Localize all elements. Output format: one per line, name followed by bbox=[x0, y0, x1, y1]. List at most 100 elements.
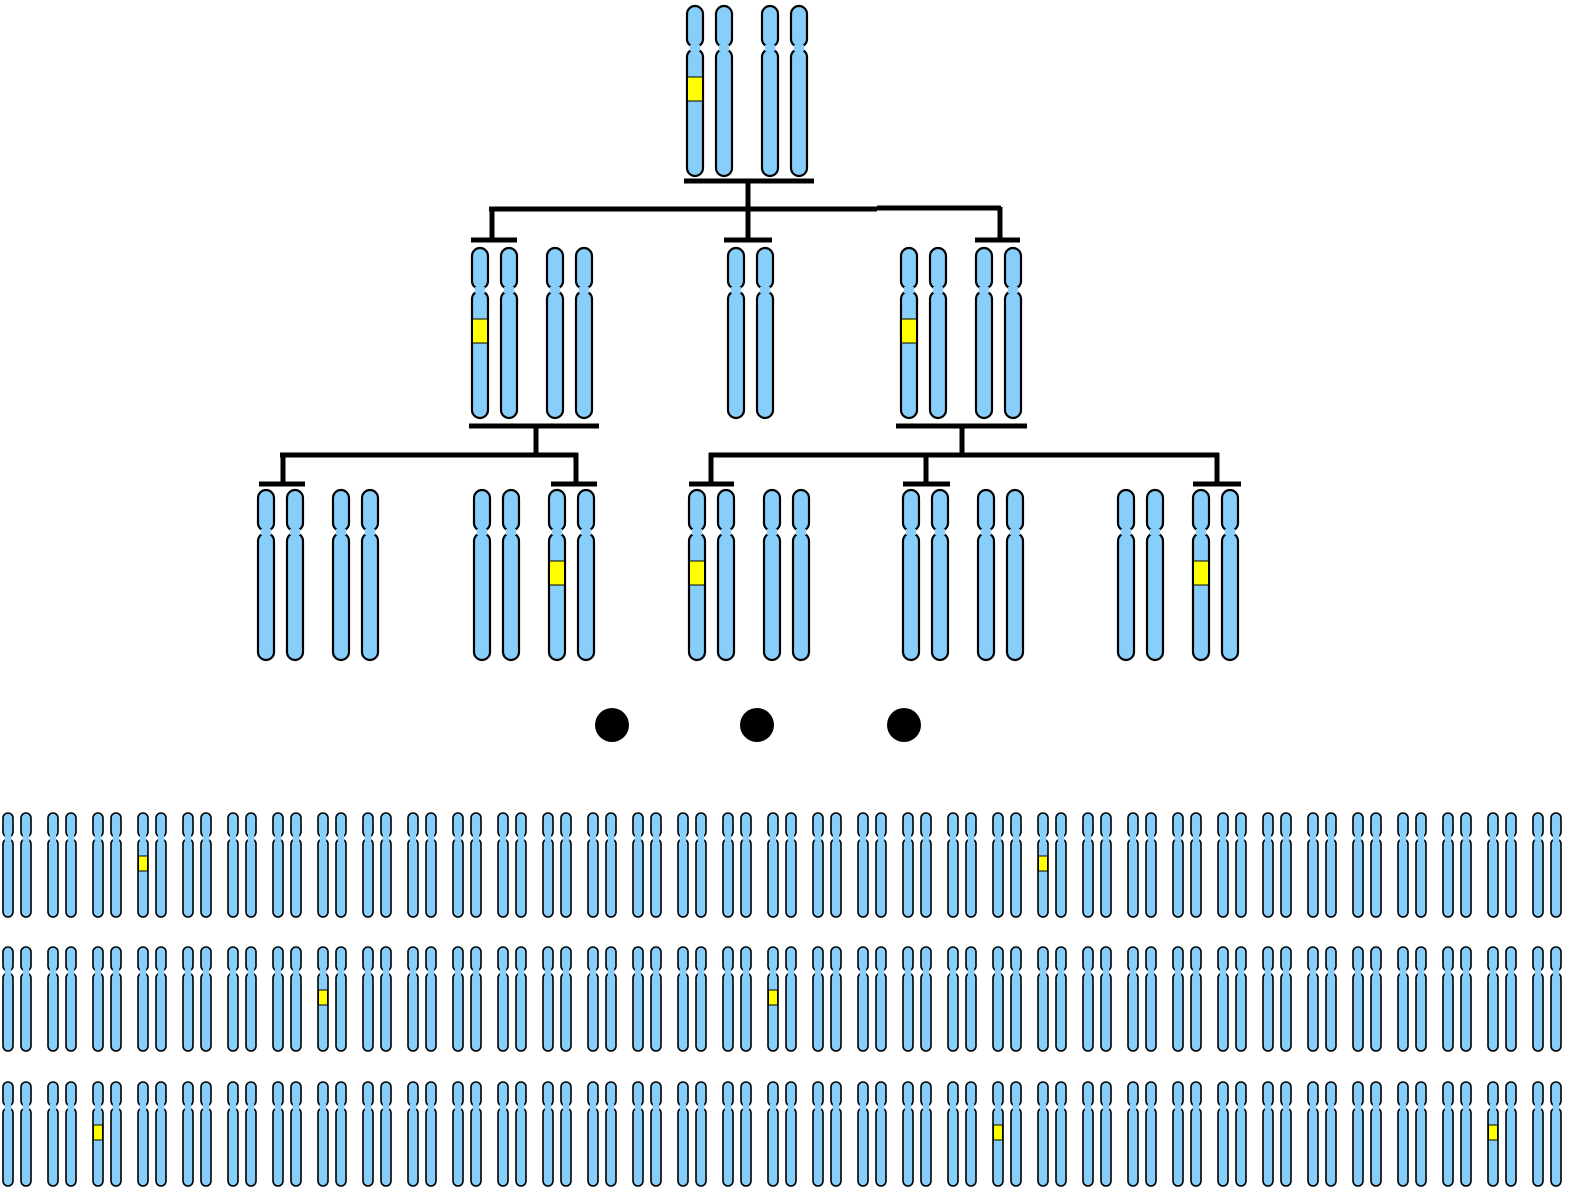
centromere bbox=[247, 969, 255, 975]
short-arm bbox=[740, 946, 752, 972]
chromosome-set bbox=[899, 246, 1023, 420]
highlight-band bbox=[1488, 1124, 1498, 1141]
chromosome-set bbox=[472, 488, 596, 662]
chromatid bbox=[1145, 1081, 1157, 1187]
chromatid bbox=[20, 946, 32, 1052]
long-arm bbox=[1550, 838, 1562, 918]
cell bbox=[1037, 1081, 1067, 1187]
highlight-band bbox=[93, 1124, 103, 1141]
centromere bbox=[1282, 835, 1290, 841]
chromosome-pair bbox=[1127, 812, 1157, 918]
centromere bbox=[1489, 969, 1497, 975]
chromosome-pair bbox=[726, 246, 775, 420]
long-arm bbox=[360, 531, 380, 662]
chromatid bbox=[137, 1081, 149, 1187]
short-arm bbox=[1280, 812, 1292, 838]
short-arm bbox=[1116, 488, 1136, 533]
long-arm bbox=[785, 838, 797, 918]
centromere bbox=[544, 969, 552, 975]
long-arm bbox=[245, 838, 257, 918]
long-arm bbox=[695, 1107, 707, 1187]
short-arm bbox=[650, 1081, 662, 1107]
chromatid bbox=[1352, 946, 1364, 1052]
centromere bbox=[1102, 969, 1110, 975]
highlight-band bbox=[138, 855, 148, 872]
chromatid bbox=[901, 488, 921, 662]
centromere bbox=[1147, 969, 1155, 975]
chromosome-pair bbox=[362, 946, 392, 1052]
long-arm bbox=[722, 1107, 734, 1187]
chromatid bbox=[1037, 812, 1049, 918]
chromatid bbox=[857, 1081, 869, 1187]
long-arm bbox=[677, 1107, 689, 1187]
short-arm bbox=[542, 946, 554, 972]
long-arm bbox=[425, 1107, 437, 1187]
short-arm bbox=[1082, 812, 1094, 838]
chromatid bbox=[110, 946, 122, 1052]
cell-highlighted bbox=[137, 812, 167, 918]
centromere bbox=[904, 835, 912, 841]
centromere bbox=[832, 969, 840, 975]
chromatid bbox=[472, 488, 492, 662]
chromatid bbox=[515, 812, 527, 918]
cell bbox=[1217, 946, 1247, 1052]
long-arm bbox=[65, 838, 77, 918]
centromere bbox=[949, 969, 957, 975]
chromatid bbox=[256, 488, 276, 662]
long-arm bbox=[452, 972, 464, 1052]
chromatid bbox=[1307, 946, 1319, 1052]
chromosome-pair bbox=[767, 946, 797, 1052]
long-arm bbox=[830, 972, 842, 1052]
long-arm bbox=[992, 838, 1004, 918]
centromere bbox=[319, 1104, 327, 1110]
cell bbox=[1532, 812, 1562, 918]
chromatid bbox=[1127, 946, 1139, 1052]
short-arm bbox=[560, 1081, 572, 1107]
short-arm bbox=[545, 246, 565, 291]
centromere bbox=[589, 1104, 597, 1110]
long-arm bbox=[256, 531, 276, 662]
centromere bbox=[859, 835, 867, 841]
chromosome-set bbox=[901, 488, 1025, 662]
centromere bbox=[274, 1104, 282, 1110]
cell bbox=[1172, 946, 1202, 1052]
centromere bbox=[1147, 835, 1155, 841]
long-arm bbox=[92, 1107, 104, 1187]
highlight-band bbox=[472, 318, 488, 344]
chromosome-pair bbox=[587, 946, 617, 1052]
chromatid bbox=[1127, 812, 1139, 918]
short-arm bbox=[1325, 812, 1337, 838]
cell bbox=[1397, 946, 1427, 1052]
long-arm bbox=[716, 531, 736, 662]
centromere bbox=[1147, 1104, 1155, 1110]
chromatid bbox=[928, 246, 948, 420]
long-arm bbox=[695, 972, 707, 1052]
chromatid bbox=[695, 1081, 707, 1187]
chromatid bbox=[965, 812, 977, 918]
centromere bbox=[476, 529, 488, 535]
chromatid bbox=[1550, 1081, 1562, 1187]
centromere bbox=[49, 1104, 57, 1110]
chromosome-pair bbox=[901, 488, 950, 662]
short-arm bbox=[1487, 1081, 1499, 1107]
chromatid bbox=[407, 1081, 419, 1187]
cell bbox=[1307, 1081, 1337, 1187]
chromatid bbox=[380, 1081, 392, 1187]
chromosome-pair bbox=[992, 1081, 1022, 1187]
centromere bbox=[139, 1104, 147, 1110]
chromatid bbox=[1055, 946, 1067, 1052]
cell bbox=[587, 812, 617, 918]
chromosome-pair bbox=[722, 1081, 752, 1187]
long-arm bbox=[200, 1107, 212, 1187]
centromere bbox=[1417, 835, 1425, 841]
cell-highlighted bbox=[317, 946, 347, 1052]
chromosome-pair bbox=[331, 488, 380, 662]
short-arm bbox=[137, 812, 149, 838]
short-arm bbox=[182, 1081, 194, 1107]
centromere bbox=[697, 835, 705, 841]
long-arm bbox=[407, 1107, 419, 1187]
long-arm bbox=[182, 838, 194, 918]
long-arm bbox=[875, 972, 887, 1052]
chromatid bbox=[902, 1081, 914, 1187]
long-arm bbox=[515, 972, 527, 1052]
